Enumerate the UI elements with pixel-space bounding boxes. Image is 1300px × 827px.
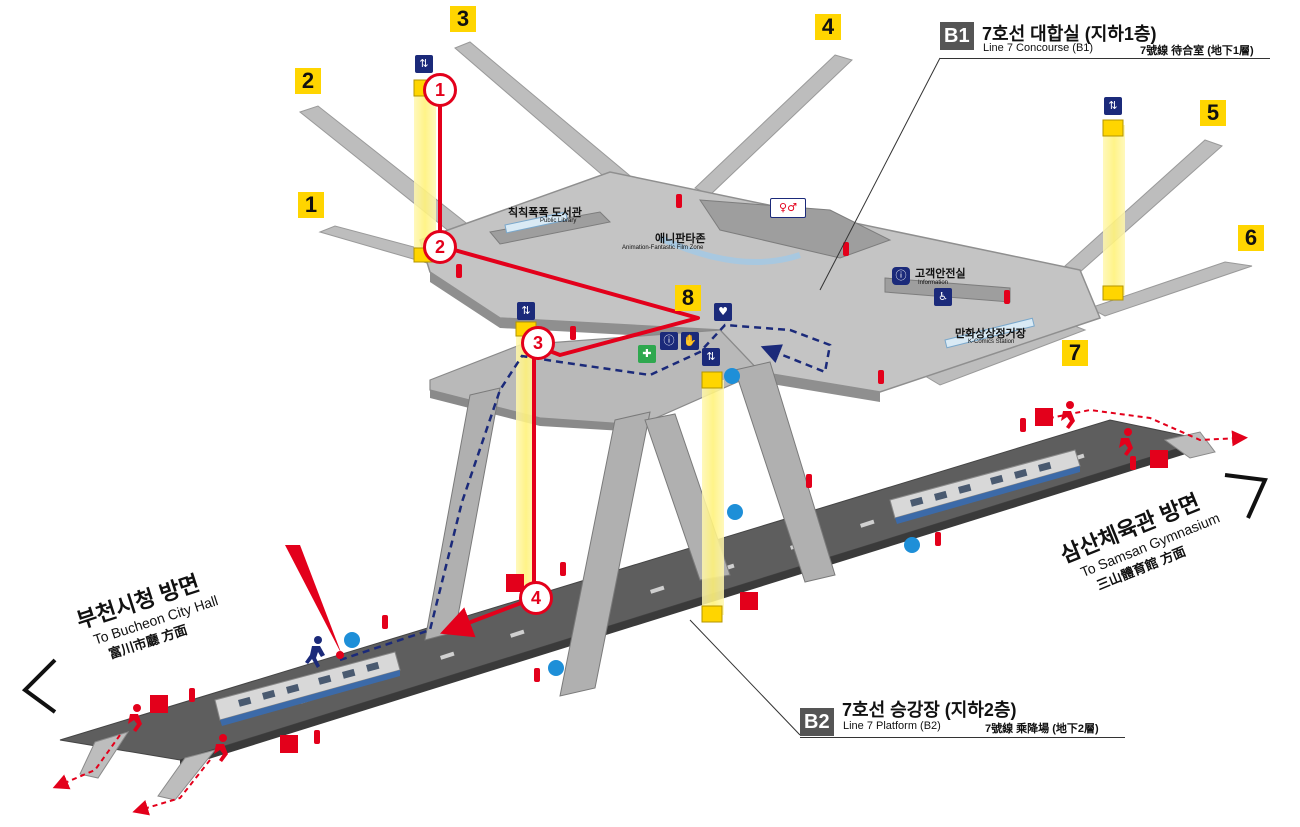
route-step-3: 3 xyxy=(521,326,555,360)
concourse-lower-edge xyxy=(430,390,640,432)
concourse-edge xyxy=(430,272,880,402)
elevator-icon: ⇅ xyxy=(415,55,433,73)
exit-1-label: 1 xyxy=(298,192,324,218)
exit-8-label: 8 xyxy=(675,285,701,311)
stair-exit-6 xyxy=(1088,261,1253,317)
library-label: 칙칙폭폭 도서관 xyxy=(508,207,582,219)
platform-end-stairs xyxy=(79,431,1216,801)
b2-badge: B2 xyxy=(800,708,834,736)
elevator-shaft-b xyxy=(516,330,536,585)
stair-exit-2 xyxy=(298,105,476,241)
library-window xyxy=(504,211,568,234)
film-zone-arc xyxy=(658,235,801,265)
b2-title: 7호선 승강장 (지하2층) xyxy=(842,700,1017,720)
elevator-shaft-c xyxy=(702,380,724,615)
exit-4-label: 4 xyxy=(815,14,841,40)
b1-underline xyxy=(940,58,1270,59)
nursing-room-icon: ✋ xyxy=(681,332,699,350)
film-zone-label-en: Animation-Fantastic Film Zone xyxy=(622,245,704,251)
b1-badge: B1 xyxy=(940,22,974,50)
b1-title-cn: 7號線 待合室 (地下1層) xyxy=(1140,45,1254,57)
comics-label: 만화상상정거장 xyxy=(955,328,1026,340)
restroom-icon: ♀♂ xyxy=(770,198,806,218)
sos-phone-icon xyxy=(150,408,1168,753)
comics-label-en: K-Comics Station xyxy=(968,339,1015,345)
exit-3-label: 3 xyxy=(450,6,476,32)
exit-6-label: 6 xyxy=(1238,225,1264,251)
train-right xyxy=(889,449,1081,524)
route-step-2: 2 xyxy=(423,230,457,264)
exit-7-label: 7 xyxy=(1062,340,1088,366)
fire-extinguisher-icon xyxy=(189,194,1136,744)
b2-title-cn: 7號線 乘降場 (地下2層) xyxy=(985,723,1099,735)
info-center-label-en: Information xyxy=(918,280,949,286)
first-aid-icon: ✚ xyxy=(638,345,656,363)
accessible-route xyxy=(339,323,832,662)
b2-underline xyxy=(800,737,1125,738)
wheelchair-icon xyxy=(344,368,920,676)
elevator-icon: ⇅ xyxy=(702,348,720,366)
b2-title-en: Line 7 Platform (B2) xyxy=(843,720,941,732)
elevator-icon: ⇅ xyxy=(1104,97,1122,115)
route-step-1: 1 xyxy=(423,73,457,107)
nursing-room-icon: ♥ xyxy=(714,303,732,321)
film-zone-label: 애니판타존 xyxy=(655,233,706,245)
emergency-exit-icon xyxy=(128,401,1133,762)
info-icon: ⓘ xyxy=(660,332,678,350)
info-icon: ⓘ xyxy=(892,267,910,285)
route-step-4: 4 xyxy=(519,581,553,615)
elevator-icon: ⇅ xyxy=(517,302,535,320)
exit-5-label: 5 xyxy=(1200,100,1226,126)
emergency-route-right xyxy=(1039,408,1248,447)
comics-window xyxy=(944,317,1035,349)
wheelchair-icon: ♿ xyxy=(934,288,952,306)
library-label-en: Public Library xyxy=(540,218,577,224)
exit-2-label: 2 xyxy=(295,68,321,94)
train-left xyxy=(214,651,401,726)
platform-edge xyxy=(180,440,1205,768)
b1-title: 7호선 대합실 (지하1층) xyxy=(982,24,1157,44)
elevator-shaft-a xyxy=(414,88,436,258)
emergency-route-left-b xyxy=(132,759,211,816)
stair-exit-4 xyxy=(694,54,853,196)
stair-exit-5 xyxy=(1064,139,1223,273)
you-are-here-pointer xyxy=(285,545,342,655)
b1-title-en: Line 7 Concourse (B1) xyxy=(983,42,1094,54)
info-center-label: 고객안전실 xyxy=(915,268,966,280)
elevator-shaft-d xyxy=(1103,125,1125,295)
walker-icon xyxy=(305,636,325,668)
stair-exit-3 xyxy=(454,41,637,187)
elevator-shafts xyxy=(413,79,1125,623)
